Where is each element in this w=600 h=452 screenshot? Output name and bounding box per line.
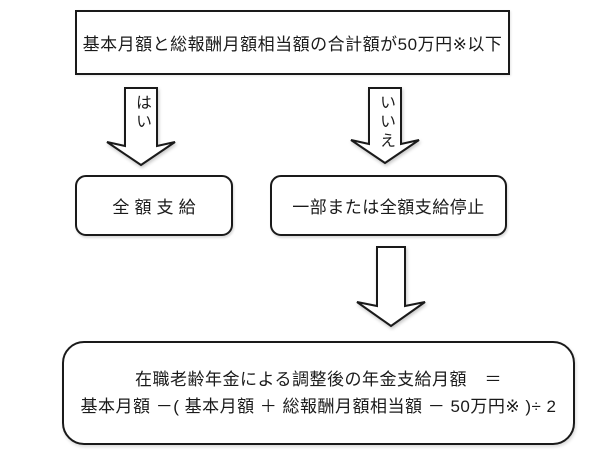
branch-yes-arrow: はい [104, 87, 178, 167]
result-suspension-box: 一部または全額支給停止 [270, 175, 507, 236]
condition-box: 基本月額と総報酬月額相当額の合計額が50万円※以下 [75, 10, 510, 75]
formula-line2: 基本月額 －( 基本月額 ＋ 総報酬月額相当額 － 50万円※ )÷ 2 [80, 397, 557, 416]
result-full-payment-box: 全額支給 [75, 175, 233, 236]
condition-text: 基本月額と総報酬月額相当額の合計額が50万円※以下 [82, 35, 503, 54]
down-arrow-icon [106, 87, 176, 167]
to-formula-arrow [354, 246, 428, 328]
down-arrow-icon [356, 246, 426, 328]
branch-no-arrow: いいえ [348, 87, 422, 165]
result-suspension-text: 一部または全額支給停止 [292, 198, 485, 217]
formula-line1: 在職老齢年金による調整後の年金支給月額 ＝ [135, 370, 502, 389]
down-arrow-icon [350, 87, 420, 165]
branch-no-label: いいえ [377, 94, 394, 151]
branch-yes-label: はい [133, 94, 150, 132]
formula-box: 在職老齢年金による調整後の年金支給月額 ＝ 基本月額 －( 基本月額 ＋ 総報酬… [62, 341, 575, 445]
result-full-payment-text: 全額支給 [112, 198, 201, 217]
